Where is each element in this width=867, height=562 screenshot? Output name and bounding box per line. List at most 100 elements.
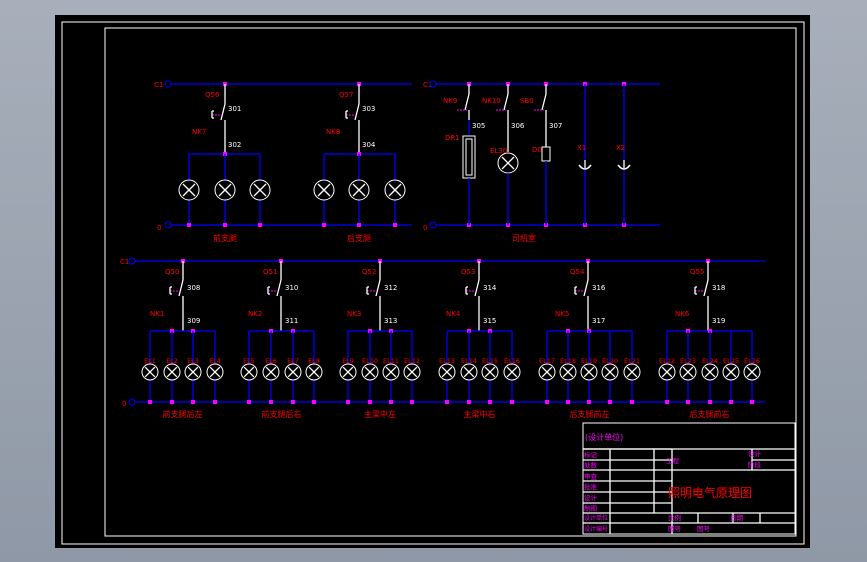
junction-node [312,400,316,404]
switch-label: NK10 [482,97,501,105]
cab-branch: X2 [616,82,631,227]
junction-node [488,400,492,404]
lamp-cross [406,366,418,378]
device-label: X2 [616,144,625,152]
row-label: 处数 [584,461,598,470]
interlock-label: NK4 [446,310,461,318]
switch-icon [345,84,360,140]
junction-node [258,223,262,227]
lamp-label: EL8 [308,357,320,365]
group-caption: 前支腿 [213,233,237,243]
lamp-cross [287,366,299,378]
switch-blade [354,103,360,121]
junction-node [223,223,227,227]
lamp-icon [497,152,519,174]
stage-label: 阶段 [748,460,762,469]
wire-number: 308 [187,284,200,292]
switch-icon [694,261,709,315]
lamp-icon [481,363,499,381]
lamp-label: EL24 [702,357,718,365]
bus-neutral-label: 0 [423,224,427,232]
wire-number: 311 [285,317,298,325]
switch-label: Q51 [263,268,277,276]
switch-icon [465,261,480,315]
wire-number: 312 [384,284,397,292]
wire-number: 317 [592,317,605,325]
row-label: 审查 [584,471,598,480]
lamp-cross [583,366,595,378]
cab-branch: X1 [577,82,592,227]
lamp-icon [679,363,697,381]
lamp-label: EL11 [383,357,399,365]
junction-node [566,400,570,404]
lamp-icon [305,363,323,381]
lamp-icon [384,179,406,201]
switch-icon [169,261,184,315]
inner-frame [104,27,797,537]
lamp-cross [352,183,366,197]
switch-blade [541,93,547,111]
title-block-border [582,422,796,535]
lamp-icon [206,363,224,381]
lamp-icon [438,363,456,381]
lamp-icon [559,363,577,381]
interlock-label: NK2 [248,310,262,318]
switch-label: Q55 [690,268,704,276]
junction-node [393,223,397,227]
lamp-icon [313,179,335,201]
lamp-icon [339,363,357,381]
junction-node [729,400,733,404]
drawing-title: 照明电气原理图 [668,485,752,500]
junction-node [708,400,712,404]
switch-label: Q56 [205,91,220,99]
junction-node [191,400,195,404]
lamp-cross [385,366,397,378]
bus-live-label: C1 [120,258,129,266]
lamp-icon [361,363,379,381]
junction-node [269,400,273,404]
wire-number: 313 [384,317,397,325]
junction-node [510,400,514,404]
lamp-icon [538,363,556,381]
lamp-icon [382,363,400,381]
junction-node [665,400,669,404]
junction-node [247,400,251,404]
date-label: 日期 [730,514,744,522]
lamp-label: EL6 [265,357,277,365]
drawing-canvas [55,15,810,548]
row-label: 批准 [584,482,598,491]
lamp-label: EL22 [659,357,675,365]
group-caption: 主梁中左 [364,409,396,419]
lamp-label: EL16 [504,357,520,365]
lamp-cross [364,366,376,378]
lamp-cross [253,183,267,197]
device-label: EL30 [490,147,507,155]
lamp-label: EL10 [362,357,378,365]
lamp-cross [484,366,496,378]
lamp-icon [214,179,236,201]
switch-label: Q52 [362,268,376,276]
lamp-cross [342,366,354,378]
junction-node [148,400,152,404]
wire-number: 318 [712,284,725,292]
switch-icon [503,84,509,120]
switch-label: SB0 [520,97,534,105]
lamp-cross [682,366,694,378]
lamp-icon [601,363,619,381]
company-label: (设计单位) [585,432,623,442]
lamp-cross [209,366,221,378]
switch-blade [503,93,509,111]
junction-node [587,400,591,404]
lamp-icon [503,363,521,381]
wire-number: 306 [511,122,525,130]
switch-icon [267,261,282,315]
